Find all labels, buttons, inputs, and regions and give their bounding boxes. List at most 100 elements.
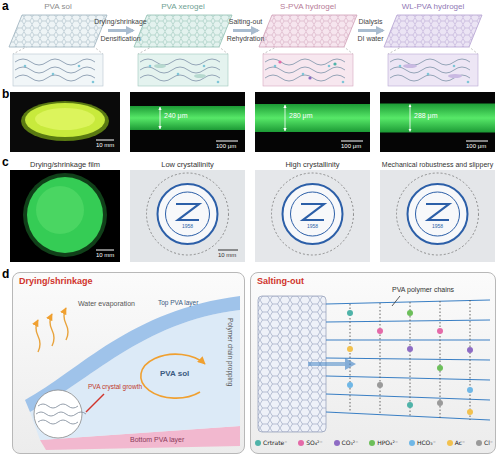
scale-bar: 100 μm (466, 143, 486, 149)
process-arrow (233, 29, 258, 32)
legend-text: Crtrate⁻ (263, 440, 287, 446)
ion-swatch (334, 440, 340, 446)
sheet-fill (384, 15, 482, 47)
legend-item: Cl⁻ (476, 440, 493, 446)
salting-sketch-part (437, 365, 443, 371)
zoom-insets-part (403, 64, 417, 68)
film-photos-part (301, 204, 324, 220)
sheet-mesh (134, 15, 232, 47)
thickness-photos-part (160, 107, 161, 129)
film-photos-part (23, 173, 107, 257)
drying-sketch-part (38, 404, 78, 408)
scale-bar: 100 μm (341, 143, 361, 149)
salting-sketch-part (308, 362, 345, 366)
legend-item: CO₃²⁻ (334, 440, 359, 446)
panel-letter: b (2, 88, 9, 100)
step-note: DI water (343, 35, 399, 42)
film-photos-part (27, 177, 103, 253)
layer-label: Top PVA layer (158, 300, 198, 307)
zoom-insets-part (278, 60, 281, 63)
salting-sketch-part (437, 400, 443, 406)
stage-title: S-PVA hydrogel (258, 3, 358, 11)
step-note: Rehydration (218, 35, 274, 42)
legend-item: Crtrate⁻ (255, 440, 287, 446)
film-photos-part (416, 192, 460, 236)
process-arrow (108, 29, 133, 32)
thickness-photos-part (96, 140, 114, 141)
film-photos-part (96, 250, 114, 251)
film-photos-part (218, 250, 238, 251)
salting-sketch-part (347, 346, 353, 352)
thickness-value: 280 μm (289, 112, 313, 119)
ion-swatch (298, 440, 304, 446)
film-photos-part (272, 173, 354, 255)
sheet-mesh (259, 15, 357, 47)
thickness-photos-part (285, 105, 286, 131)
scale-bar: 10 mm (96, 142, 114, 148)
thickness-photos-part (466, 141, 488, 142)
process-note: Water evaporation (78, 300, 135, 307)
panel-letter: c (2, 156, 9, 168)
film-photos-part (408, 184, 468, 244)
ion-swatch (409, 440, 415, 446)
legend-text: SO₄²⁻ (306, 440, 323, 446)
chain-label: PVA polymer chains (392, 286, 454, 293)
sheet-fill (259, 15, 357, 47)
salting-sketch-part (407, 402, 413, 408)
stage-title: PVA sol (8, 3, 108, 11)
zoom-insets-part (448, 74, 462, 78)
zoom-insets-part (154, 64, 166, 68)
thickness-photos-part (380, 104, 495, 133)
zoom-insets-part (468, 46, 478, 54)
salting-sketch-part (347, 382, 353, 388)
sheet-mesh (384, 15, 482, 47)
drying-sketch-part (141, 354, 205, 398)
photo-caption: High crystallinity (256, 161, 370, 169)
arrow-label: Salting-out (206, 18, 286, 25)
thickness-photos-part (380, 92, 495, 152)
drying-sketch-part (34, 390, 82, 438)
thickness-photos-part (25, 103, 105, 137)
zoom-insets-part (308, 76, 311, 79)
zoom-insets-part (13, 54, 103, 86)
logo-year: 1958 (303, 224, 323, 229)
ion-swatch (447, 440, 453, 446)
film-photos-part (291, 192, 335, 236)
stage-sheet: WL-PVA hydrogel (383, 2, 483, 48)
thickness-photos-part (21, 101, 109, 141)
film-photos-part (380, 170, 495, 262)
zoom-insets-part (390, 59, 470, 83)
salting-sketch-part (347, 310, 353, 316)
ion-legend: Crtrate⁻SO₄²⁻CO₃²⁻HPO₄²⁻HCO₃⁻Ac⁻Cl⁻ (255, 437, 493, 449)
film-photos-part (397, 173, 479, 255)
photo-caption: Drying/shrinkage film (9, 161, 121, 169)
arrow-label: Drying/shrinkage (81, 18, 161, 25)
process-note: PVA crystal growth (88, 384, 142, 391)
film-photos-part (10, 170, 120, 262)
film-photos-part (130, 170, 245, 262)
legend-text: HPO₄²⁻ (377, 440, 398, 446)
salting-sketch-part (467, 409, 473, 415)
stage-title: WL-PVA hydrogel (383, 3, 483, 11)
stage-sheet: PVA xerogel (133, 2, 233, 48)
sheet-outline (383, 14, 483, 48)
salting-sketch-part (467, 347, 473, 353)
legend-item: HPO₄²⁻ (369, 440, 398, 446)
thickness-value: 240 μm (164, 112, 188, 119)
salting-sketch-part (407, 346, 413, 352)
zoom-insets-part (138, 54, 228, 86)
logo-year: 1958 (178, 224, 198, 229)
legend-text: CO₃²⁻ (342, 440, 359, 446)
logo-year: 1958 (428, 224, 448, 229)
film-photos-part (283, 184, 343, 244)
legend-text: Ac⁻ (455, 440, 465, 446)
film-photos-part (426, 204, 449, 220)
panel-letter: d (2, 268, 9, 280)
zoom-insets-part (15, 59, 95, 83)
scale-bar: 10 mm (96, 252, 114, 258)
box-heading: Drying/shrinkage (19, 277, 93, 286)
ion-swatch (476, 440, 482, 446)
thickness-photos-part (216, 141, 238, 142)
zoom-insets-part (194, 74, 206, 78)
